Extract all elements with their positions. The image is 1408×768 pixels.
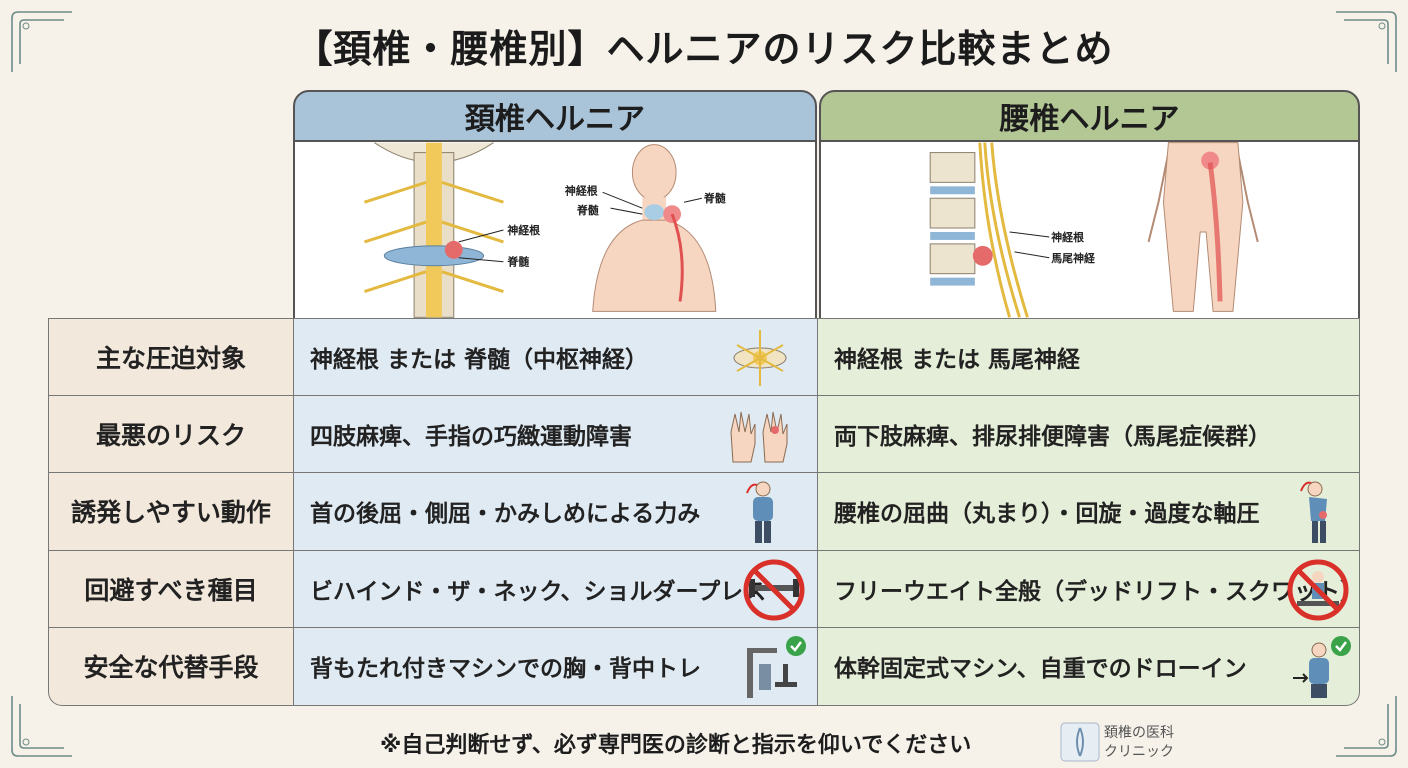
table-row: 回避すべき種目 ビハインド・ザ・ネック、ショルダープレス フリーウエイト全般（デ… — [48, 550, 1360, 628]
cervical-cell: 背もたれ付きマシンでの胸・背中トレ — [293, 628, 817, 706]
cervical-cell: ビハインド・ザ・ネック、ショルダープレス — [293, 550, 817, 628]
lumbar-cell: 腰椎の屈曲（丸まり）・回旋・過度な軸圧 — [817, 473, 1360, 551]
cervical-cell: 首の後屈・側屈・かみしめによる力み — [293, 473, 817, 551]
table-row: 誘発しやすい動作 首の後屈・側屈・かみしめによる力み 腰椎の屈曲（丸まり）・回旋… — [48, 473, 1360, 551]
table-row: 安全な代替手段 背もたれ付きマシンでの胸・背中トレ 体幹固定式マシン、自重でのド… — [48, 628, 1360, 706]
clinic-name: 頚椎の医科 クリニック — [1104, 724, 1194, 762]
corner-ornament-top-right — [1334, 4, 1404, 74]
label-spinal-cord-body: 脊髄 — [576, 203, 599, 217]
cell-text: フリーウエイト全般（デッドリフト・スクワット） — [834, 578, 1360, 605]
cell-text: 神経根 または 脊髄（中枢神経） — [310, 346, 649, 373]
cell-text: 背もたれ付きマシンでの胸・背中トレ — [310, 656, 701, 683]
label-spinal-cord-neck: 脊髄 — [703, 191, 726, 205]
row-label: 誘発しやすい動作 — [48, 473, 293, 551]
cell-text: 体幹固定式マシン、自重でのドローイン — [834, 656, 1247, 683]
hands-icon — [725, 402, 795, 468]
label-cauda-equina: 馬尾神経 — [1051, 251, 1096, 265]
cervical-illustration: 神経根 脊髄 神経根 脊髄 脊髄 — [293, 142, 817, 318]
clinic-name-line1: 頚椎の医科 — [1104, 725, 1174, 741]
footer-note: ※自己判断せず、必ず専門医の診断と指示を仰いでください — [380, 733, 972, 758]
row-label: 回避すべき種目 — [48, 550, 293, 628]
label-spinal-cord: 脊髄 — [506, 255, 529, 269]
lumbar-cell: 神経根 または 馬尾神経 — [817, 318, 1360, 396]
cervical-cell: 四肢麻痺、手指の巧緻運動障害 — [293, 395, 817, 473]
column-header-lumbar: 腰椎ヘルニア — [819, 90, 1360, 142]
machine-ok-icon — [739, 634, 809, 700]
draw-in-ok-icon — [1283, 634, 1353, 700]
cell-text: 腰椎の屈曲（丸まり）・回旋・過度な軸圧 — [834, 501, 1260, 528]
lumbar-illustration: 神経根 馬尾神経 — [819, 142, 1360, 318]
lumbar-cell: 両下肢麻痺、排尿排便障害（馬尾症候群） — [817, 395, 1360, 473]
row-label: 安全な代替手段 — [48, 628, 293, 706]
lumbar-cell: フリーウエイト全般（デッドリフト・スクワット） — [817, 550, 1360, 628]
corner-ornament-bottom-right — [1334, 694, 1404, 764]
lumbar-spine-illustration: 神経根 馬尾神経 — [929, 142, 1096, 318]
corner-ornament-top-left — [4, 4, 74, 74]
nerve-icon — [725, 325, 795, 391]
label-nerve-root-lumbar: 神経根 — [1051, 230, 1084, 244]
row-label: 主な圧迫対象 — [48, 318, 293, 396]
clinic-logo — [1060, 722, 1100, 762]
label-nerve-root-body: 神経根 — [565, 183, 598, 197]
column-header-cervical: 頚椎ヘルニア — [293, 90, 817, 142]
comparison-table: 主な圧迫対象 神経根 または 脊髄（中枢神経） 神経根 または 馬尾神経 最悪の… — [48, 318, 1360, 706]
label-nerve-root: 神経根 — [507, 223, 540, 237]
table-row: 最悪のリスク 四肢麻痺、手指の巧緻運動障害 両下肢麻痺、排尿排便障害（馬尾症候群… — [48, 395, 1360, 473]
neck-bend-person-icon — [725, 479, 795, 545]
cell-text: 四肢麻痺、手指の巧緻運動障害 — [310, 423, 632, 450]
back-bend-person-icon — [1283, 479, 1353, 545]
page-title: 【頚椎・腰椎別】ヘルニアのリスク比較まとめ — [294, 27, 1114, 71]
cervical-spine-illustration: 神経根 脊髄 — [364, 142, 540, 318]
row-label: 最悪のリスク — [48, 395, 293, 473]
table-row: 主な圧迫対象 神経根 または 脊髄（中枢神経） 神経根 または 馬尾神経 — [48, 318, 1360, 396]
cell-text: 首の後屈・側屈・かみしめによる力み — [310, 501, 701, 528]
lumbar-cell: 体幹固定式マシン、自重でのドローイン — [817, 628, 1360, 706]
lumbar-body-illustration — [1147, 142, 1259, 312]
cell-text: ビハインド・ザ・ネック、ショルダープレス — [310, 578, 767, 605]
cervical-body-illustration: 神経根 脊髄 脊髄 — [565, 144, 726, 312]
clinic-name-line2: クリニック — [1104, 744, 1174, 760]
prohibited-deadlift-icon — [1283, 557, 1353, 623]
prohibited-press-icon — [739, 557, 809, 623]
corner-ornament-bottom-left — [4, 694, 74, 764]
cervical-cell: 神経根 または 脊髄（中枢神経） — [293, 318, 817, 396]
